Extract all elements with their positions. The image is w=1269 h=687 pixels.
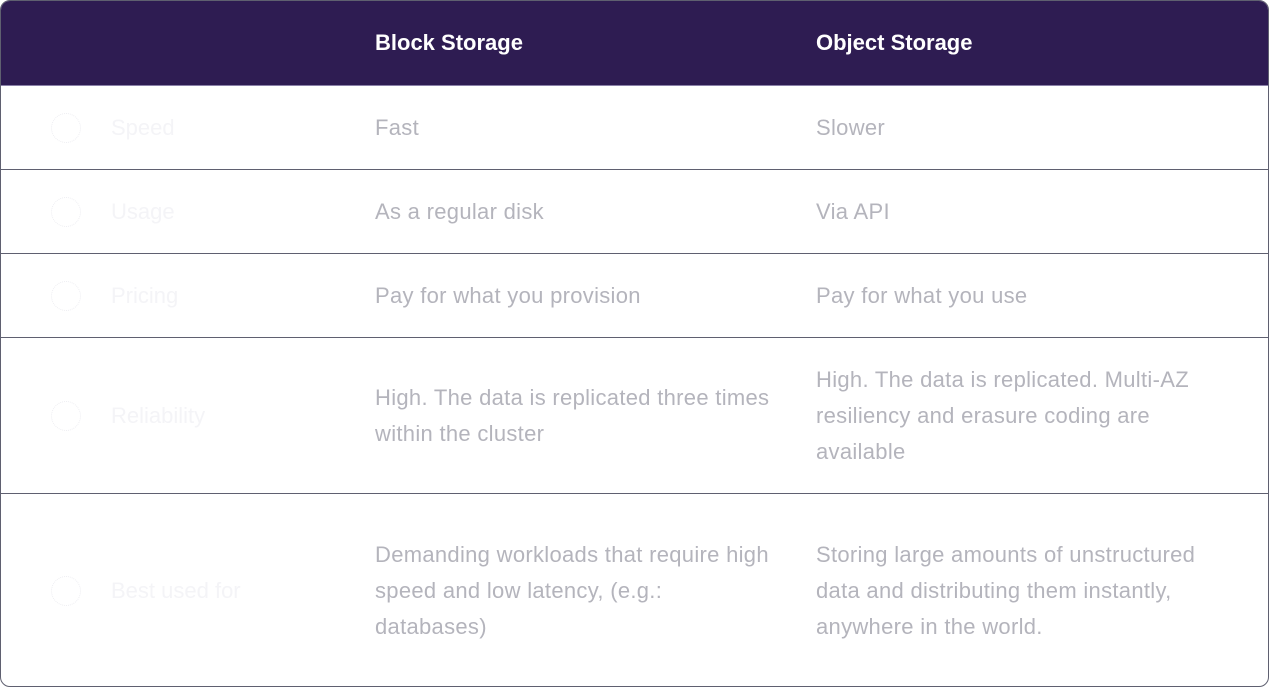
lightning-icon	[51, 112, 81, 143]
block-cell: High. The data is replicated three times…	[375, 384, 770, 446]
object-cell: High. The data is replicated. Multi-AZ r…	[816, 366, 1189, 464]
table-header: Block Storage Object Storage	[1, 1, 1268, 86]
block-cell: Demanding workloads that require high sp…	[375, 541, 769, 639]
object-cell: Pay for what you use	[816, 282, 1028, 308]
row-label: Best used for	[111, 577, 241, 603]
target-icon	[51, 575, 81, 606]
block-cell: Pay for what you provision	[375, 282, 641, 308]
row-label: Usage	[111, 198, 175, 224]
row-label: Reliability	[111, 402, 206, 428]
row-label: Speed	[111, 114, 175, 140]
header-block-storage: Block Storage	[375, 30, 523, 55]
block-cell: As a regular disk	[375, 198, 544, 224]
row-label: Pricing	[111, 282, 179, 308]
table-row-reliability: Reliability High. The data is replicated…	[1, 338, 1268, 494]
header-object-storage: Object Storage	[816, 30, 973, 55]
block-cell: Fast	[375, 114, 419, 140]
table-row-usage: Usage As a regular disk Via API	[1, 170, 1268, 254]
table-row-speed: Speed Fast Slower	[1, 86, 1268, 170]
coin-icon	[51, 280, 81, 311]
object-cell: Slower	[816, 114, 886, 140]
cursor-icon	[51, 196, 81, 227]
table-row-pricing: Pricing Pay for what you provision Pay f…	[1, 254, 1268, 338]
table-row-best-used-for: Best used for Demanding workloads that r…	[1, 494, 1268, 686]
object-cell: Storing large amounts of unstructured da…	[816, 541, 1196, 639]
object-cell: Via API	[816, 198, 890, 224]
thumbs-up-icon	[51, 400, 81, 431]
